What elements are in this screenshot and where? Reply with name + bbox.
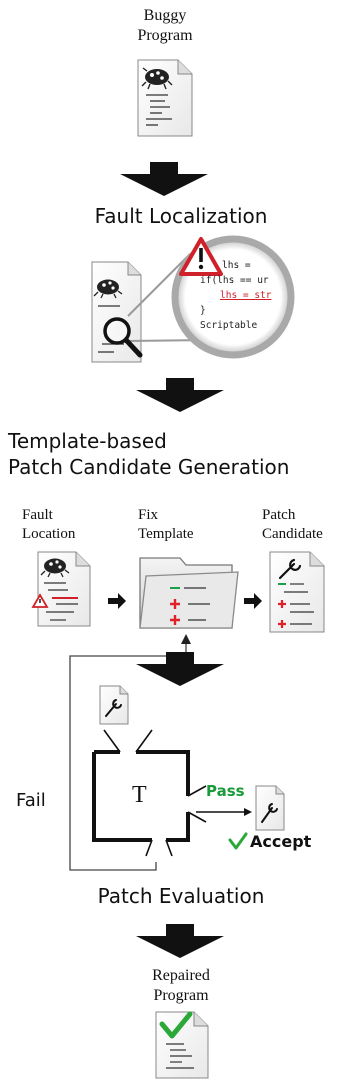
repaired-program-document-icon: [155, 1011, 209, 1079]
patch-evaluation-title: Patch Evaluation: [97, 884, 265, 908]
warning-icon: [179, 237, 223, 276]
fix-template-label-line1: Fix: [138, 507, 159, 523]
code-line: lhs =: [222, 260, 251, 271]
code-line-faulty: lhs = str: [220, 290, 272, 301]
patch-candidate-document-icon: [269, 551, 325, 633]
code-line: Scriptable: [200, 320, 258, 331]
magnifier-icon: [103, 317, 143, 358]
code-snippet: lhs = if(lhs == ur lhs = str } Scriptabl…: [200, 258, 280, 342]
folder-icon: [139, 557, 239, 629]
repaired-program-label-line1: Repaired: [152, 967, 210, 984]
bug-icon: [40, 558, 70, 578]
patch-generation-title: Template-based Patch Candidate Generatio…: [8, 428, 362, 480]
arrow-right-icon: [108, 593, 126, 609]
buggy-program-document-icon: [137, 59, 193, 137]
bug-icon: [93, 279, 123, 299]
fault-location-document-icon: [31, 551, 91, 627]
arrow-right-icon: [244, 593, 262, 609]
fault-localization-title: Fault Localization: [94, 204, 268, 228]
accepted-patch-document-icon: [255, 785, 285, 831]
arrow-down-icon: [136, 652, 224, 686]
fault-location-label: Fault Location: [22, 506, 102, 544]
accept-label: Accept: [250, 832, 312, 851]
patch-candidate-label: Patch Candidate: [262, 506, 362, 544]
test-suite-box: [92, 729, 207, 857]
arrow-down-icon: [120, 162, 208, 196]
patch-candidate-label-line1: Patch: [262, 507, 296, 523]
repaired-program-label-line2: Program: [153, 987, 209, 1004]
test-label: T: [132, 782, 147, 808]
code-line: }: [200, 305, 206, 316]
fix-template-label: Fix Template: [130, 506, 230, 544]
arrow-up-icon: [181, 634, 191, 644]
bug-icon: [141, 67, 173, 90]
patch-generation-title-line2: Patch Candidate Generation: [8, 455, 290, 479]
fix-template-label-line2: Template: [138, 526, 194, 542]
buggy-program-label-line1: Buggy: [143, 7, 187, 24]
checkmark-icon: [228, 832, 248, 850]
patch-under-test-document-icon: [99, 685, 129, 725]
fail-label: Fail: [16, 790, 46, 811]
wrench-icon: [105, 699, 122, 717]
repaired-program-label: Repaired Program: [120, 966, 242, 1006]
fault-location-label-line2: Location: [22, 526, 76, 542]
wrench-icon: [278, 558, 302, 580]
checkmark-icon: [159, 1011, 193, 1039]
fault-location-label-line1: Fault: [22, 507, 53, 523]
patch-generation-title-line1: Template-based: [8, 429, 167, 453]
fault-localization-graphic: [91, 235, 295, 363]
arrow-down-icon: [136, 924, 224, 958]
code-line: if(lhs == ur: [200, 275, 269, 286]
arrow-right-icon: [244, 808, 252, 816]
buggy-program-label-line2: Program: [137, 27, 193, 44]
wrench-icon: [261, 803, 278, 823]
buggy-program-label: Buggy Program: [110, 6, 220, 46]
pass-label: Pass: [206, 782, 245, 800]
patch-candidate-label-line2: Candidate: [262, 526, 323, 542]
arrow-down-icon: [136, 378, 224, 412]
